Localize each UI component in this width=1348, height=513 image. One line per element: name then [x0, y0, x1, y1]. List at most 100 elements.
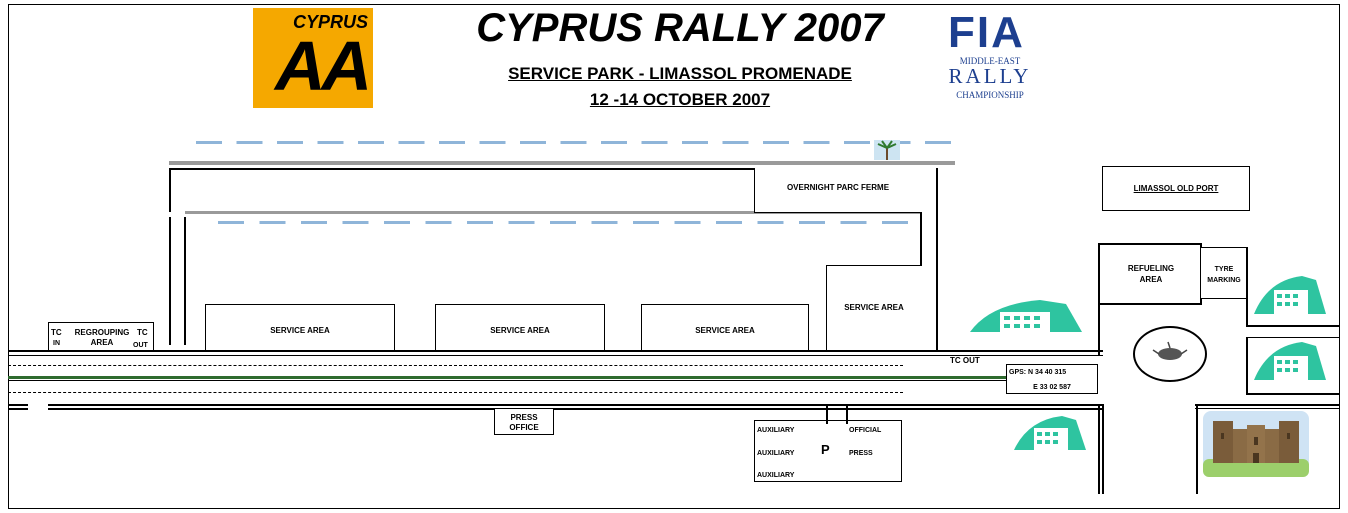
road-lane-dash: [8, 392, 903, 393]
press-office-label-a: PRESS: [510, 413, 538, 422]
parking-bay: [633, 221, 659, 224]
tree-icon: [1152, 341, 1188, 360]
road-line: [1098, 305, 1100, 355]
parking-bay: [925, 141, 951, 144]
parking-bay: [520, 141, 546, 144]
service-area-1-label: SERVICE AREA: [270, 326, 330, 335]
service-area-2-label: SERVICE AREA: [490, 326, 550, 335]
parking-bay: [277, 141, 303, 144]
service-area-2: SERVICE AREA: [435, 304, 605, 350]
parking-bay: [218, 221, 244, 224]
limassol-old-port-label: LIMASSOL OLD PORT: [1133, 184, 1219, 193]
road-edge-top: [8, 350, 1103, 352]
gps-line-2: E 33 02 587: [1033, 384, 1071, 391]
auxiliary-label-3: AUXILIARY: [757, 472, 795, 479]
regrouping-label-b: AREA: [90, 338, 114, 347]
parking-bay: [757, 221, 784, 224]
press-office: PRESS OFFICE: [494, 408, 554, 435]
parking-bay: [508, 221, 535, 224]
map-title: CYPRUS RALLY 2007: [476, 6, 884, 50]
parking-bay: [358, 141, 384, 144]
official-label: OFFICIAL: [849, 427, 882, 434]
parking-bay: [882, 221, 908, 224]
building-icon-4: [1014, 416, 1086, 450]
road-line: [184, 217, 186, 345]
road-line: [1195, 404, 1340, 406]
parking-bay: [196, 141, 222, 144]
road-edge-top: [8, 355, 1103, 356]
road-median: [8, 376, 1010, 379]
gps-box: GPS: N 34 40 315 E 33 02 587: [1006, 364, 1098, 394]
promenade-line-mid: [185, 211, 920, 214]
fia-rally-text: RALLY: [948, 64, 1032, 88]
refueling-area: REFUELING AREA: [1098, 243, 1202, 305]
parking-bay: [398, 141, 425, 144]
parking-bay: [641, 141, 668, 144]
parking-bay: [479, 141, 506, 144]
cyprus-aa-logo: CYPRUS AA: [253, 8, 373, 108]
road-line: [169, 168, 171, 212]
service-area-3: SERVICE AREA: [641, 304, 809, 350]
parking-bay: [317, 141, 344, 144]
parking-bay: [550, 221, 576, 224]
parking-bay: [301, 221, 327, 224]
auxiliary-label-1: AUXILIARY: [757, 427, 795, 434]
tc-in-label-a: TC: [51, 328, 62, 337]
parking-bay: [722, 141, 749, 144]
parking-bays: [196, 141, 951, 224]
road-median-edge: [8, 380, 1010, 381]
road-line: [1102, 404, 1104, 494]
tc-out-main-label: TC OUT: [950, 356, 980, 365]
road-line: [1098, 404, 1100, 494]
road-line: [169, 217, 171, 345]
parking-bay: [840, 221, 867, 224]
parking-bay: [467, 221, 493, 224]
service-area-4-label: SERVICE AREA: [844, 303, 904, 312]
logo-aa-text: AA: [275, 27, 372, 105]
parking-bay: [716, 221, 742, 224]
road-line: [1196, 404, 1198, 494]
fia-logo: FIA MIDDLE-EAST RALLY CHAMPIONSHIP: [944, 8, 1036, 109]
regrouping-label-a: REGROUPING: [74, 328, 130, 337]
parking-bay: [803, 141, 830, 144]
tc-out-label-a: TC: [137, 328, 148, 337]
castle-image: [1203, 411, 1309, 477]
fia-text: FIA: [948, 8, 1025, 57]
parking-bay: [601, 141, 627, 144]
road-line: [1246, 337, 1248, 395]
press-office-label-b: OFFICE: [509, 423, 539, 432]
road-line: [936, 168, 938, 350]
road-line: [826, 404, 828, 424]
parking-p-label: P: [821, 442, 830, 457]
road-edge-bottom: [8, 408, 1103, 410]
parking-bay: [342, 221, 369, 224]
road-line: [920, 168, 922, 350]
road-line: [1246, 337, 1340, 338]
parking-bay: [439, 141, 465, 144]
roundabout: [1133, 326, 1207, 382]
fia-championship-text: CHAMPIONSHIP: [956, 90, 1024, 100]
road-edge-bottom: [8, 404, 1103, 406]
road-line: [1195, 408, 1340, 409]
overnight-parc-ferme: OVERNIGHT PARC FERME: [754, 168, 922, 213]
parking-bay: [682, 141, 708, 144]
building-icon-3: [1254, 342, 1326, 380]
parking-bay: [259, 221, 286, 224]
building-icon-2: [1254, 276, 1326, 314]
building-icon-1: [970, 300, 1082, 332]
overnight-parc-ferme-label: OVERNIGHT PARC FERME: [786, 183, 890, 192]
press-label: PRESS: [849, 450, 873, 457]
service-area-3-label: SERVICE AREA: [695, 326, 755, 335]
tyre-marking-label: TYRE MARKING: [1207, 266, 1241, 284]
parking-bay: [674, 221, 701, 224]
refueling-label: REFUELING AREA: [1127, 264, 1175, 284]
logo-cyprus-text: CYPRUS: [293, 12, 369, 32]
road-line: [1246, 325, 1340, 327]
parking-bay: [425, 221, 452, 224]
tc-out-label-b: OUT: [133, 342, 148, 349]
parking-bay: [384, 221, 410, 224]
parking-bay: [763, 141, 789, 144]
parking-area: AUXILIARY AUXILIARY AUXILIARY P OFFICIAL…: [754, 420, 902, 482]
service-area-1: SERVICE AREA: [205, 304, 395, 350]
tc-in-label-b: IN: [53, 340, 60, 347]
